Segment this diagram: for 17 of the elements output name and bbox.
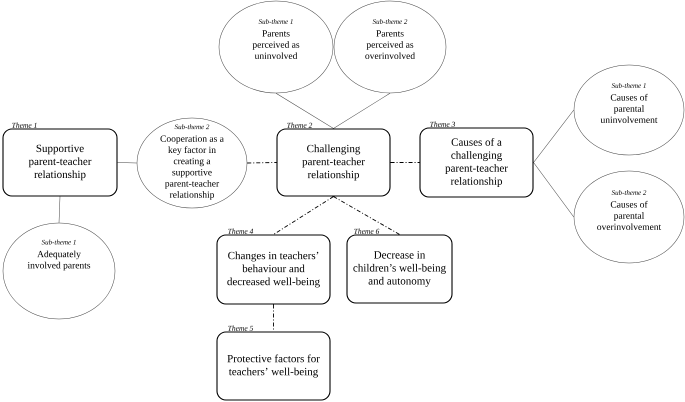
connector-line	[390, 162, 420, 163]
connector-line	[276, 93, 334, 129]
connector-line	[117, 162, 137, 164]
theme-box: Protective factors for teachers’ well-being	[216, 331, 331, 401]
theme-box: Changes in teachers’ behaviour and decreased well-being	[216, 234, 331, 305]
theme-box: Supportive parent-teacher relationship	[2, 128, 118, 197]
theme-box: Challenging parent-teacher relationship	[276, 128, 391, 197]
connector-line	[58, 196, 60, 223]
theme-box: Decrease in children’s well-being and autonomy	[346, 234, 453, 304]
connector-line	[333, 93, 390, 129]
theme-box: Causes of a challenging parent-teacher relationship	[419, 127, 534, 198]
connector-line	[533, 162, 574, 218]
connector-line	[333, 196, 400, 235]
connector-line	[273, 304, 274, 332]
connector-line	[533, 110, 574, 163]
connector-line	[246, 162, 277, 164]
connector-line	[273, 196, 334, 235]
